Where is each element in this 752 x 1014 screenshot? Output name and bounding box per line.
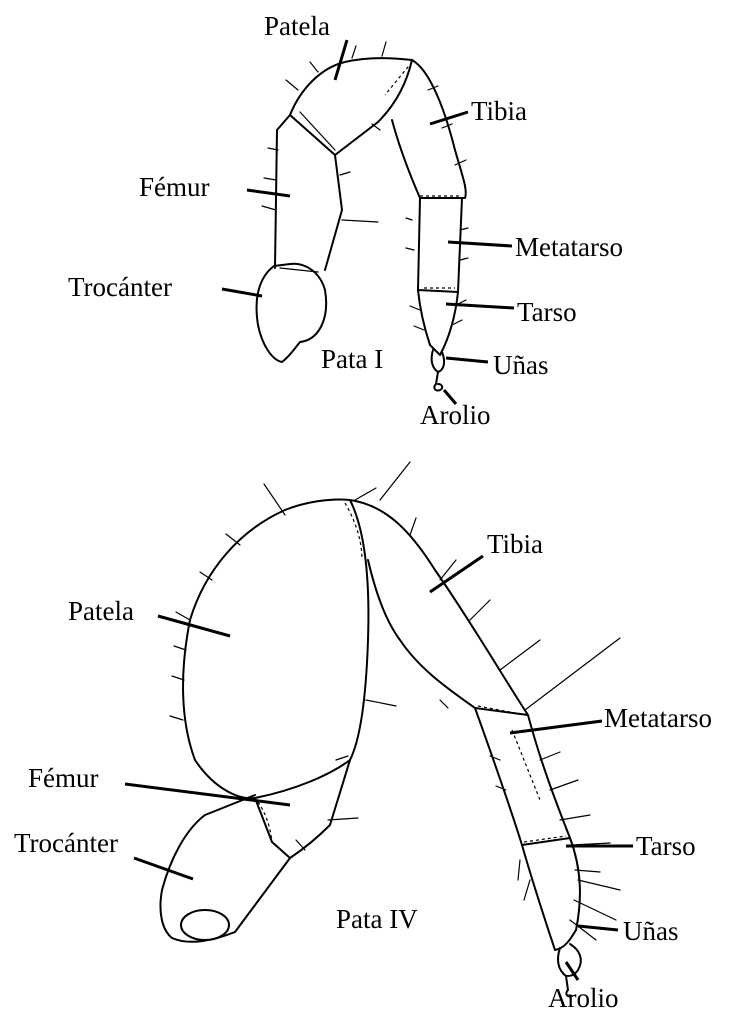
leg-iv-label-arolio: Arolio — [548, 983, 619, 1013]
leg-iv-trochanter-socket — [181, 910, 229, 940]
leg-iv-metatarso — [475, 708, 570, 845]
leg-i-drawing — [257, 42, 468, 391]
leg-i-label-tarso: Tarso — [517, 297, 577, 327]
leg-iv-claws — [558, 944, 581, 976]
leg-iv-label-metatarso: Metatarso — [604, 703, 712, 733]
leg-iv-caption: Pata IV — [336, 904, 418, 934]
leg-iv-label-tarso: Tarso — [636, 831, 696, 861]
leg-i-label-trocanter: Trocánter — [68, 272, 172, 302]
leg-i-trochanter — [257, 264, 327, 362]
leg-iv-trochanter — [160, 795, 290, 942]
leg-iv-tarso — [522, 838, 580, 950]
leg-i-label-femur: Fémur — [139, 172, 210, 202]
leg-iv-label-femur: Fémur — [28, 763, 99, 793]
leg-iv-label-trocanter: Trocánter — [14, 828, 118, 858]
leg-i-patela — [290, 58, 412, 155]
leg-i-caption: Pata I — [321, 344, 383, 374]
leg-iv-label-tibia: Tibia — [487, 529, 543, 559]
leg-i-femur — [275, 115, 342, 270]
leg-i-tibia — [392, 60, 466, 198]
leg-i-arolio — [434, 372, 442, 391]
leg-i-label-tibia: Tibia — [471, 96, 527, 126]
leg-iv-patela — [183, 499, 368, 798]
leg-iv-label-patela: Patela — [68, 596, 134, 626]
leg-i-label-metatarso: Metatarso — [515, 232, 623, 262]
leg-i-tarso — [418, 290, 458, 355]
leg-i-label-arolio: Arolio — [420, 400, 491, 430]
leg-i-label-patela: Patela — [264, 11, 330, 41]
leg-iv-label-unas: Uñas — [623, 916, 679, 946]
leg-iv-labels: Tibia Patela Metatarso Fémur Trocánter T… — [14, 529, 712, 1013]
leg-i-label-unas: Uñas — [493, 350, 549, 380]
leg-i-metatarso — [418, 198, 462, 292]
